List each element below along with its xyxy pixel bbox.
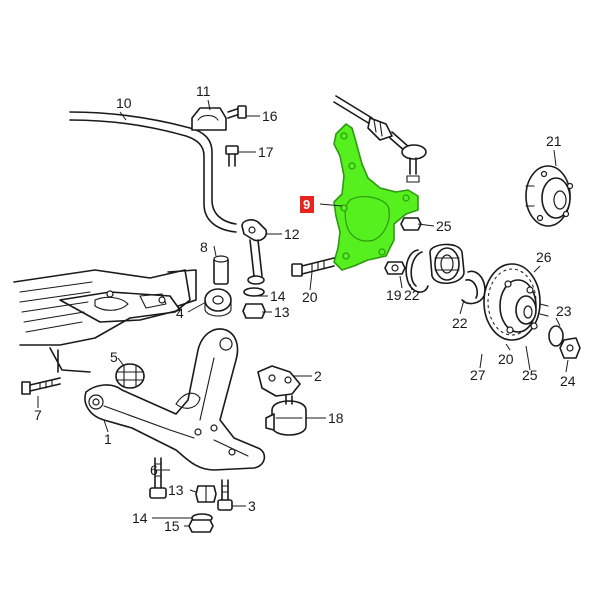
label-9: 9 <box>303 197 310 212</box>
washer-14-upper[interactable] <box>243 287 265 297</box>
coupling-rod-12[interactable] <box>241 219 268 285</box>
label-4: 4 <box>176 305 184 321</box>
bolt-6[interactable] <box>149 457 167 499</box>
washer-23[interactable] <box>548 325 564 347</box>
label-7: 7 <box>34 407 42 423</box>
label-5: 5 <box>110 349 118 365</box>
label-10: 10 <box>116 95 132 111</box>
bolt-7[interactable] <box>21 377 61 395</box>
bolt-17[interactable] <box>225 145 239 167</box>
label-14-upper: 14 <box>270 288 286 304</box>
bolt-3[interactable] <box>217 479 233 511</box>
label-3: 3 <box>248 498 256 514</box>
label-22-lower: 22 <box>452 315 468 331</box>
bolt-16[interactable] <box>227 105 247 119</box>
label-16: 16 <box>262 108 278 124</box>
part-labels: 10 11 16 17 12 8 14 13 4 5 7 1 2 18 6 13… <box>34 83 576 534</box>
label-17: 17 <box>258 144 274 160</box>
bolt-20[interactable] <box>291 257 335 277</box>
label-25-lower: 25 <box>522 367 538 383</box>
label-6: 6 <box>150 462 158 478</box>
label-24: 24 <box>560 373 576 389</box>
label-22-upper: 22 <box>404 287 420 303</box>
label-21: 21 <box>546 133 562 149</box>
label-19: 19 <box>386 287 402 303</box>
clamp-11[interactable] <box>191 107 227 131</box>
bushing-4[interactable] <box>204 288 232 317</box>
brake-hub-21[interactable] <box>525 165 574 227</box>
leader-lines <box>37 99 569 527</box>
nut-25-upper[interactable] <box>400 217 422 231</box>
circlip-22-outer[interactable] <box>405 249 429 293</box>
label-23: 23 <box>556 303 572 319</box>
steering-knuckle-9[interactable] <box>333 123 419 271</box>
label-13-upper: 13 <box>274 304 290 320</box>
circlip-22-inner[interactable] <box>461 270 486 305</box>
label-11: 11 <box>196 83 211 99</box>
bushing-5[interactable] <box>115 363 145 389</box>
label-1: 1 <box>104 431 112 447</box>
label-14-lower: 14 <box>132 510 148 526</box>
subframe <box>13 269 197 373</box>
label-18: 18 <box>328 410 344 426</box>
nut-13-upper[interactable] <box>242 303 266 319</box>
stabilizer-bar[interactable] <box>69 111 237 233</box>
label-8: 8 <box>200 239 208 255</box>
wheel-hub-26[interactable] <box>483 263 549 341</box>
label-15: 15 <box>164 518 180 534</box>
ball-joint-18[interactable] <box>265 395 307 436</box>
bracket-2[interactable] <box>257 365 301 397</box>
label-26: 26 <box>536 249 552 265</box>
wheel-bearing[interactable] <box>429 243 465 284</box>
label-27: 27 <box>470 367 486 383</box>
label-20-lower: 20 <box>498 351 514 367</box>
nut-15[interactable] <box>188 519 214 533</box>
label-25-upper: 25 <box>436 218 452 234</box>
nut-13[interactable] <box>195 485 217 503</box>
label-12: 12 <box>284 226 300 242</box>
tie-rod <box>333 95 427 183</box>
nut-19[interactable] <box>384 261 406 275</box>
highlight-label-9[interactable]: 9 <box>300 196 314 213</box>
label-20-upper: 20 <box>302 289 318 305</box>
label-13-lower: 13 <box>168 482 184 498</box>
control-arm[interactable] <box>84 328 266 471</box>
nut-24[interactable] <box>559 337 581 359</box>
label-2: 2 <box>314 368 322 384</box>
spacer-8[interactable] <box>213 255 229 285</box>
